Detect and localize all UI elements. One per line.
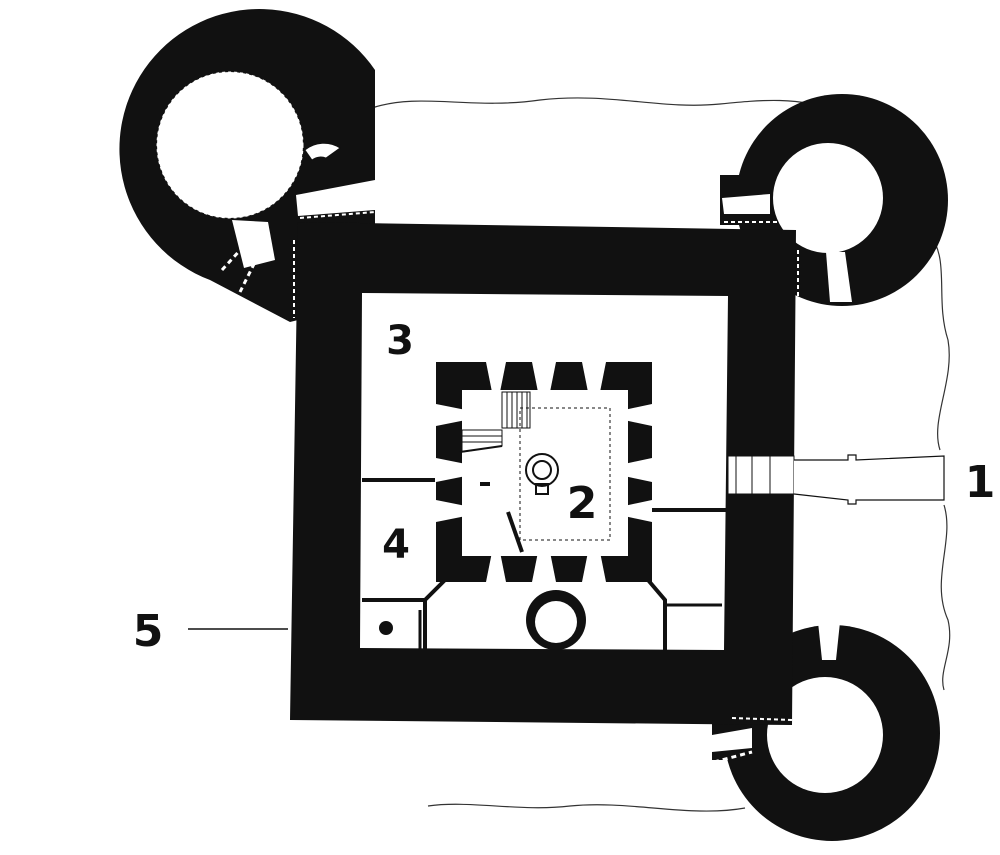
well — [379, 621, 393, 635]
staircase — [461, 391, 531, 453]
label-inner-court: 2 — [567, 478, 598, 529]
keep-well-icon — [525, 453, 559, 495]
label-entrance: 1 — [965, 457, 996, 508]
entrance-passage — [727, 454, 945, 505]
terrain-outline — [371, 97, 951, 812]
label-well-room: 5 — [133, 606, 164, 657]
court-round-tower — [526, 590, 586, 650]
courtyard-walls — [362, 478, 726, 650]
inner-keep — [436, 362, 652, 582]
tower-northwest — [119, 9, 376, 322]
outer-wall — [290, 222, 799, 725]
label-room: 4 — [382, 522, 410, 568]
label-outer-court: 3 — [386, 318, 414, 364]
